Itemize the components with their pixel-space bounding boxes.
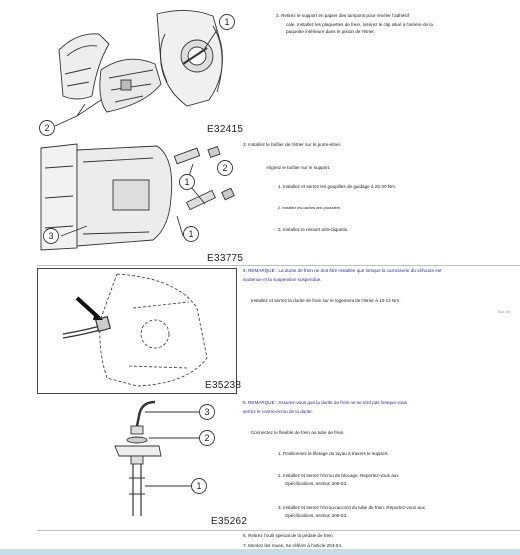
callout-circle <box>217 160 233 176</box>
step-4-note-line-2: soutenue et la suspension suspendue. <box>243 277 322 282</box>
callout-number: 1 <box>224 17 229 27</box>
hose-to-tube-illustration: 3 2 1 <box>114 400 215 516</box>
figure-brake-pads: 1 2 E32415 <box>37 4 244 136</box>
figure-code: E33775 <box>207 253 244 264</box>
callout-circle <box>199 430 215 446</box>
step-3-align: Alignez le boîtier sur le support. <box>266 165 331 170</box>
callout-circle <box>43 228 59 244</box>
step-4-note-line-1: 4. REMARQUE : La durite de frein ne doit… <box>243 268 442 273</box>
callout-number: 3 <box>204 407 209 417</box>
brake-pads-illustration: 1 2 <box>39 10 235 136</box>
callout-number: 1 <box>196 481 201 491</box>
step-3-substep-2: 2. Installez les caches anti-poussière. <box>278 206 342 210</box>
step-3: 3. Installez le boîtier de l'étrier sur … <box>243 142 342 147</box>
step-5-note-line-1: 5. REMARQUE : Assurez-vous que la durite… <box>243 400 407 405</box>
callout-number: 1 <box>184 177 189 187</box>
caliper-assembly-illustration: 2 1 3 1 <box>40 143 235 251</box>
step-6: 6. Retirez l'outil spécial de la pédale … <box>243 533 335 538</box>
callout-number: 3 <box>48 231 53 241</box>
callout-circle <box>39 120 55 136</box>
bottom-scroll-bar <box>0 549 520 555</box>
step-4-instruction: Installez et serrez la durite de frein s… <box>251 298 401 303</box>
figure-brake-hose: E35238 <box>37 268 241 394</box>
step-5-note-line-2: serrez le contre-écrou de la durite. <box>243 409 313 414</box>
step-5-substep-3-line-1: 3. Installez et serrez l'écrou-raccord d… <box>278 505 425 510</box>
callout-circle <box>191 478 207 494</box>
step-7: 7. Montez les roues. Se référer à l'arti… <box>243 543 343 548</box>
brake-hose-illustration <box>37 268 237 394</box>
callout-number: 2 <box>44 123 49 133</box>
callout-circle <box>219 14 235 30</box>
step-5-substep-2-line-2: Spécifications, section 206-03. <box>285 481 348 486</box>
step-5-substep-1: 1. Positionnez le filetage du tuyau à tr… <box>278 451 389 456</box>
callout-number: 2 <box>204 433 209 443</box>
step-2-line-3: paquette intérieure dans le piston de l'… <box>286 29 375 34</box>
callout-circle <box>199 404 215 420</box>
figure-code: E35238 <box>205 380 242 391</box>
section-divider <box>37 265 520 266</box>
step-2-line-1: 2. Retirez le support en papier des tamp… <box>276 13 409 18</box>
step-3-substep-1: 1. Installez et serrez les goupilles de … <box>278 184 397 189</box>
callout-number: 2 <box>222 163 227 173</box>
figure-code: E35262 <box>211 516 248 527</box>
step-3-substep-3: 3. Installez le ressort anti-cliquetis. <box>278 227 349 232</box>
figure-code: E32415 <box>207 124 244 135</box>
callout-circle <box>179 174 195 190</box>
step-5-substep-2-line-1: 2. Installez et serrez l'écrou de blocag… <box>278 473 399 478</box>
figure-hose-to-tube: 3 2 1 E35262 <box>37 398 247 527</box>
step-5-substep-3-line-2: Spécifications, section 206-03. <box>285 513 348 518</box>
callout-number: 1 <box>188 229 193 239</box>
step-5-instruction: Connectez le flexible de frein au tube d… <box>251 430 345 435</box>
margin-mark: Bon clé <box>498 310 510 314</box>
figure-caliper-assembly: 2 1 3 1 E33775 <box>37 138 243 264</box>
callout-circle <box>183 226 199 242</box>
step-2-line-2: cale. Installez les plaquettes de frein,… <box>286 22 433 27</box>
section-divider <box>37 530 520 531</box>
